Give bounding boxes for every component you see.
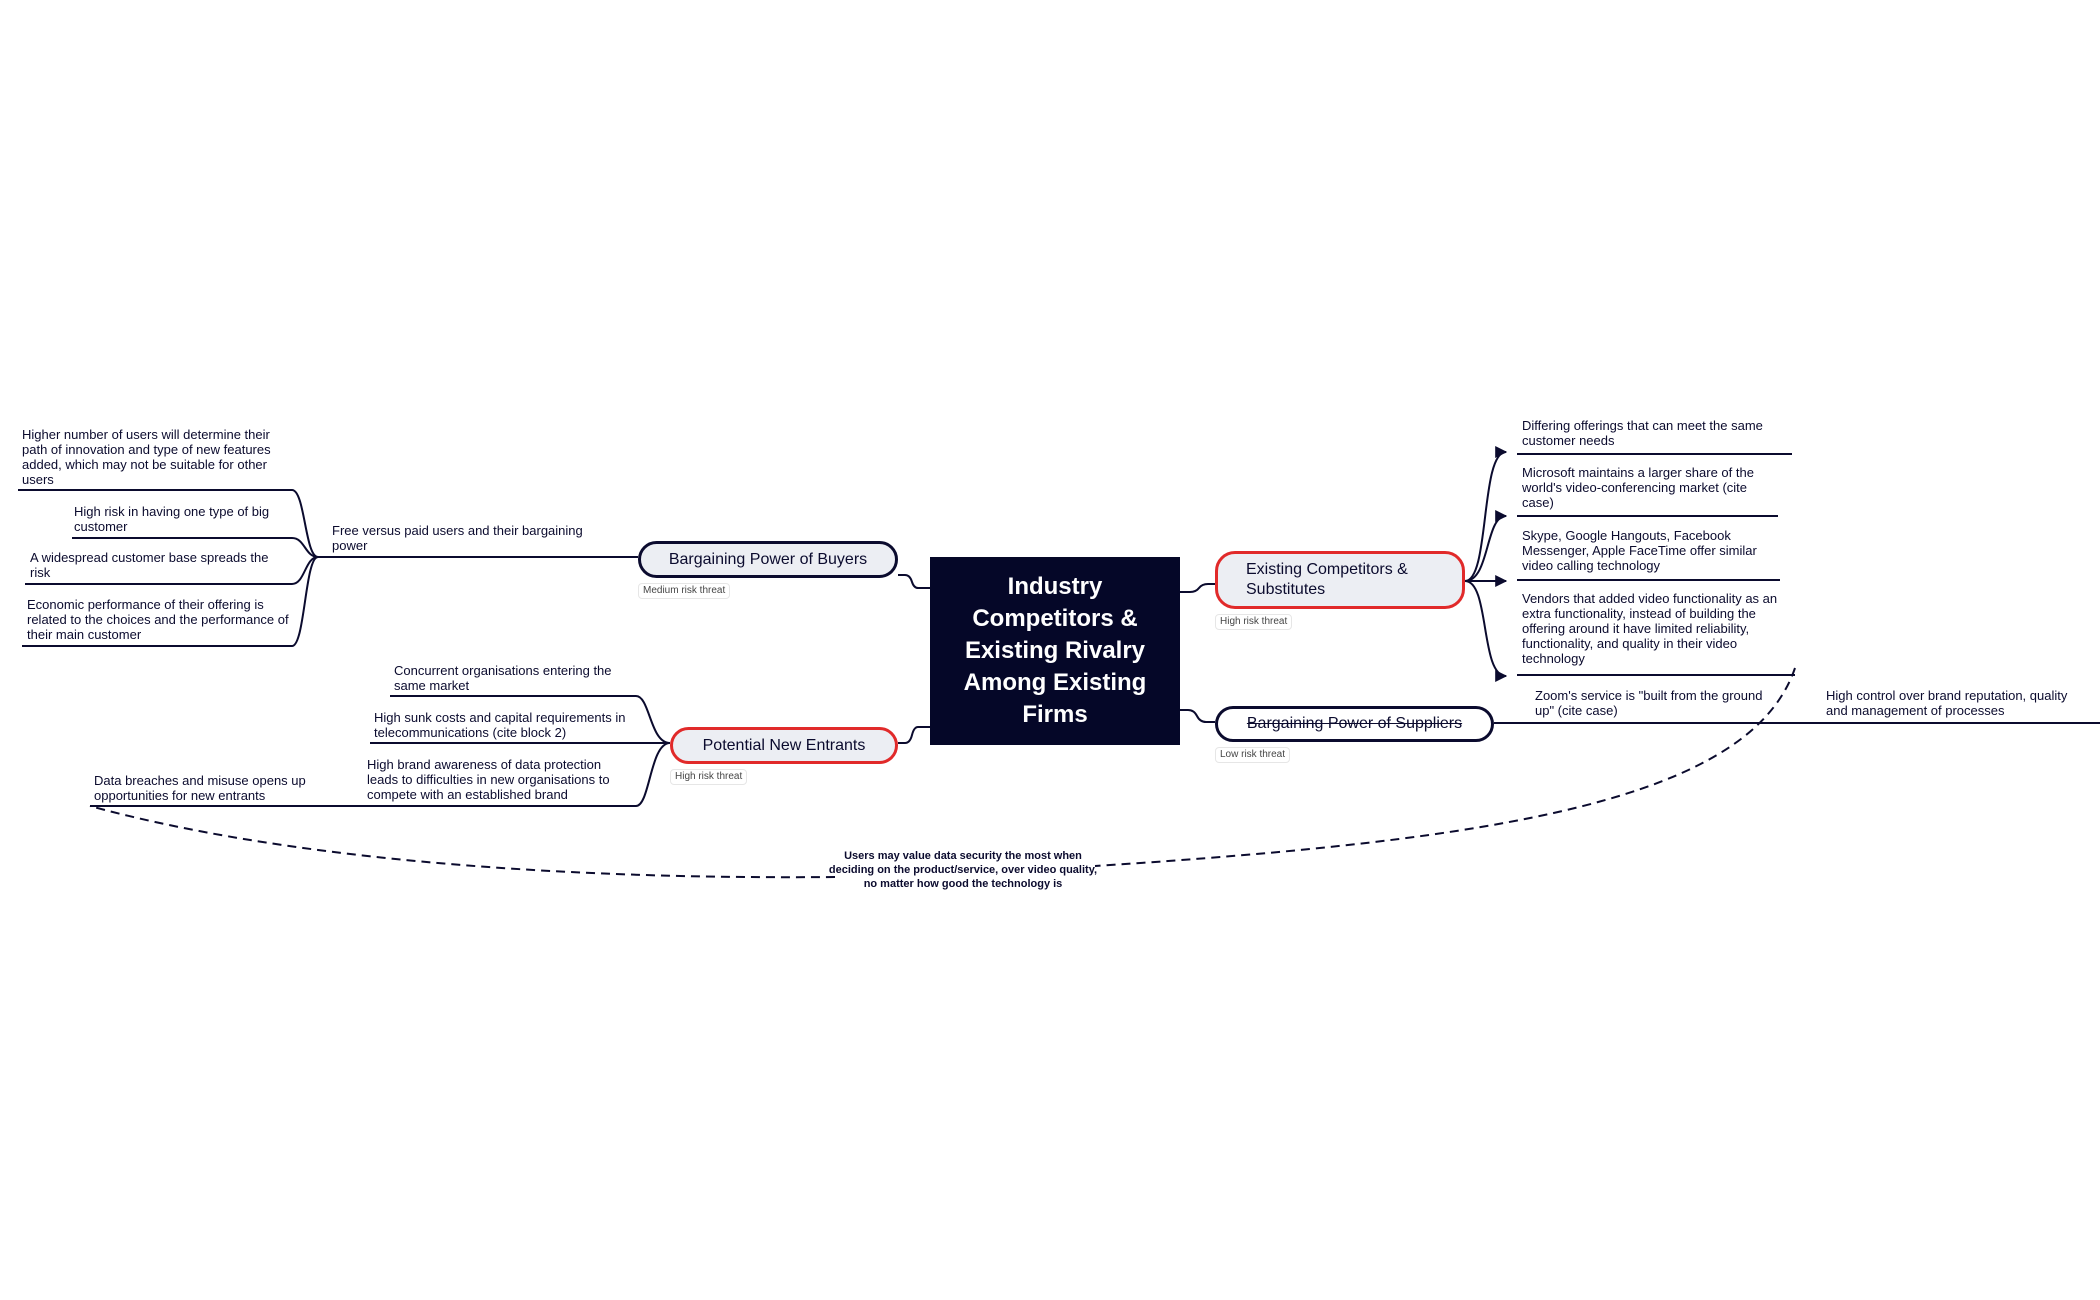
suppliers-leaf[interactable]: Zoom's service is "built from the ground… (1535, 688, 1763, 718)
central-topic[interactable]: Industry Competitors & Existing Rivalry … (930, 557, 1180, 745)
link-center-buyers (898, 574, 930, 589)
threat-badge-buyers: Medium risk threat (638, 583, 731, 599)
link-competitors-leaf-1 (1464, 446, 1508, 582)
competitors-leaf-4[interactable]: Vendors that added video functionality a… (1522, 591, 1778, 666)
node-bargaining-power-of-suppliers[interactable]: Bargaining Power of Suppliers (1215, 706, 1494, 742)
link-entrants-leaf-3 (365, 742, 671, 807)
link-competitors-leaf-2 (1464, 510, 1508, 582)
suppliers-subtopic[interactable]: High control over brand reputation, qual… (1826, 688, 2068, 718)
relationship-line (89, 667, 1796, 879)
link-buyers-leaf-3 (25, 556, 319, 585)
node-label: Bargaining Power of Buyers (668, 550, 868, 568)
competitors-leaf-1[interactable]: Differing offerings that can meet the sa… (1522, 418, 1763, 448)
relationship-label[interactable]: Users may value data security the most w… (828, 850, 1098, 890)
buyers-leaf-3[interactable]: A widespread customer base spreads the r… (30, 550, 269, 580)
threat-badge-competitors: High risk threat (1215, 614, 1293, 630)
buyers-subtopic[interactable]: Free versus paid users and their bargain… (332, 523, 583, 553)
entrants-leaf-2[interactable]: High sunk costs and capital requirements… (374, 710, 626, 740)
entrants-leaf-3[interactable]: High brand awareness of data protection … (367, 757, 610, 802)
link-center-competitors (1180, 583, 1215, 593)
node-label: Bargaining Power of Suppliers (1246, 715, 1463, 732)
entrants-subtopic[interactable]: Data breaches and misuse opens up opport… (94, 773, 306, 803)
link-center-entrants (898, 726, 930, 744)
link-competitors-leaf-4 (1464, 580, 1508, 682)
threat-badge-suppliers: Low risk threat (1215, 747, 1291, 763)
node-potential-new-entrants[interactable]: Potential New Entrants (670, 727, 898, 764)
node-label: Existing Competitors & Substitutes (1246, 561, 1408, 598)
node-label: Potential New Entrants (702, 736, 866, 754)
node-bargaining-power-of-buyers[interactable]: Bargaining Power of Buyers (638, 541, 898, 578)
link-center-suppliers (1180, 709, 1215, 723)
link-buyers-leaf-2 (72, 537, 319, 558)
node-existing-competitors-substitutes[interactable]: Existing Competitors & Substitutes (1215, 551, 1465, 609)
link-entrants-leaf-1 (390, 695, 671, 744)
competitors-leaf-3[interactable]: Skype, Google Hangouts, Facebook Messeng… (1522, 528, 1757, 573)
entrants-leaf-1[interactable]: Concurrent organisations entering the sa… (394, 663, 612, 693)
buyers-leaf-1[interactable]: Higher number of users will determine th… (22, 427, 271, 487)
buyers-leaf-4[interactable]: Economic performance of their offering i… (27, 597, 289, 642)
link-buyers-leaf-1 (18, 489, 319, 558)
buyers-leaf-2[interactable]: High risk in having one type of big cust… (74, 504, 270, 534)
central-topic-title: Industry Competitors & Existing Rivalry … (963, 573, 1147, 728)
competitors-leaf-2[interactable]: Microsoft maintains a larger share of th… (1522, 465, 1754, 510)
threat-badge-entrants: High risk threat (670, 769, 748, 785)
link-buyers-leaf-4 (22, 556, 319, 647)
